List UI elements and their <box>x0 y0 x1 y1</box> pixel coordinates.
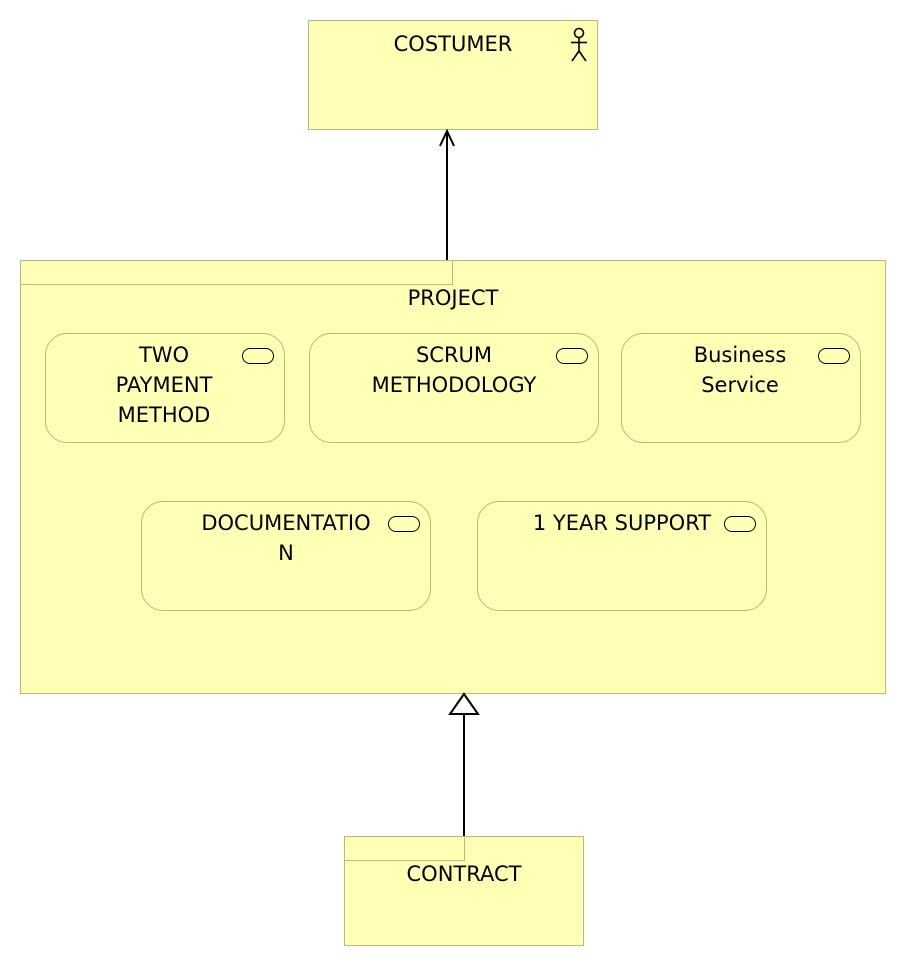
business-service-icon <box>556 348 588 364</box>
service-label: SCRUM METHODOLOGY <box>371 343 537 397</box>
service-business-service[interactable]: Business Service <box>621 333 861 443</box>
business-service-icon <box>388 516 420 532</box>
actor-icon <box>571 27 587 62</box>
costumer-actor-box[interactable]: COSTUMER <box>308 20 598 130</box>
project-label: PROJECT <box>407 286 499 310</box>
contract-box[interactable]: CONTRACT <box>344 836 584 946</box>
service-scrum-methodology[interactable]: SCRUM METHODOLOGY <box>309 333 599 443</box>
project-product-box[interactable]: PROJECT TWO PAYMENT METHOD SCRUM METHODO… <box>20 260 886 694</box>
service-1-year-support[interactable]: 1 YEAR SUPPORT <box>477 501 767 611</box>
product-tab <box>21 261 453 285</box>
serving-relation[interactable] <box>439 128 455 260</box>
service-label: DOCUMENTATIO N <box>201 511 371 565</box>
business-service-icon <box>242 348 274 364</box>
specialization-relation[interactable] <box>448 692 480 836</box>
contract-tab <box>345 837 465 861</box>
service-two-payment-method[interactable]: TWO PAYMENT METHOD <box>45 333 285 443</box>
costumer-label: COSTUMER <box>393 32 513 56</box>
business-service-icon <box>818 348 850 364</box>
service-label: 1 YEAR SUPPORT <box>532 511 712 535</box>
service-documentation[interactable]: DOCUMENTATIO N <box>141 501 431 611</box>
business-service-icon <box>724 516 756 532</box>
contract-label: CONTRACT <box>406 862 522 886</box>
service-label: TWO PAYMENT METHOD <box>115 343 213 427</box>
service-label: Business Service <box>693 343 787 397</box>
